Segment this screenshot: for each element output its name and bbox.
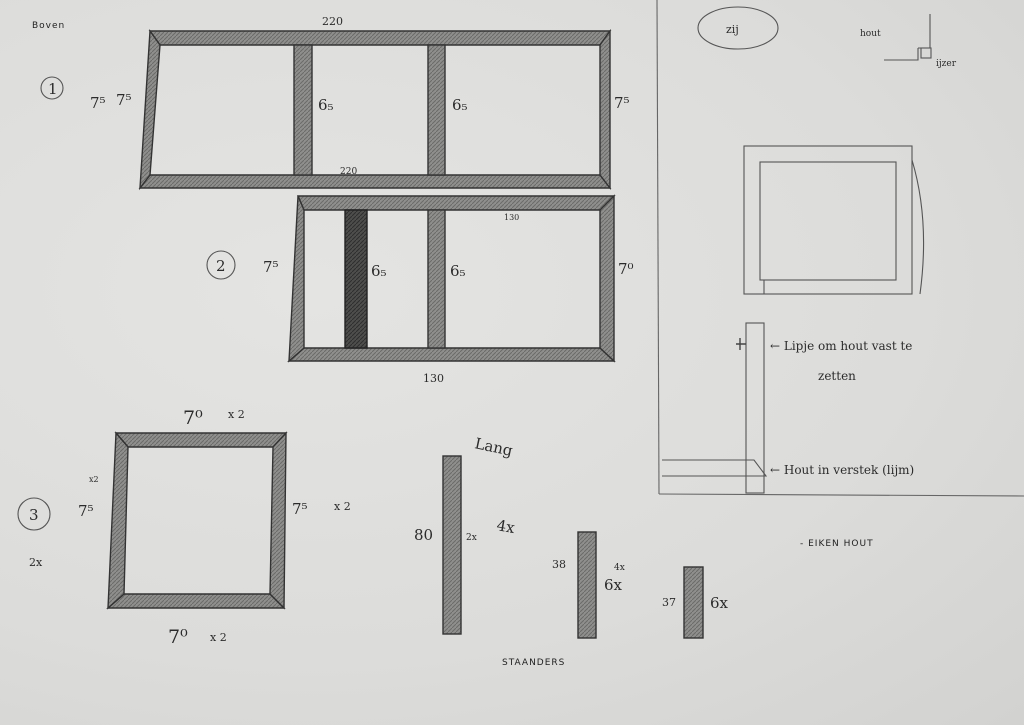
upright-3-count: 6x <box>710 594 729 612</box>
side-box-outer <box>743 145 913 295</box>
frame-2: 2 130 130 7⁵ 7⁰ 6₅ 6₅ <box>206 194 634 385</box>
frame-1-top-rail <box>148 30 612 46</box>
uprights: Lang 80 2x 4x 38 6x 4x 37 6x STAANDERS <box>414 434 729 668</box>
frame-3-bottom-dim: 7⁰ <box>168 626 188 648</box>
frame-2-right-dim: 7⁰ <box>618 260 634 278</box>
note-lip-line2: zetten <box>818 369 856 383</box>
frame-2-left-dim: 7⁵ <box>263 258 279 276</box>
frame-3-right-mult: x 2 <box>334 500 351 513</box>
frame-1-number: 1 <box>48 80 58 98</box>
frame-3-left-stile <box>107 431 129 610</box>
upright-3-length: 37 <box>662 596 676 609</box>
upright-2-extra: 4x <box>614 563 625 573</box>
frame-1-bottom-rail <box>138 174 612 189</box>
uprights-long-label: Lang <box>473 434 514 460</box>
upright-2-count: 6x <box>604 576 623 594</box>
oak-note: - EIKEN HOUT <box>800 539 874 549</box>
side-view-oval <box>697 6 779 50</box>
frame-1-width-top: 220 <box>322 15 343 28</box>
upright-1-count: 2x <box>466 533 477 543</box>
corner-detail-profile <box>884 14 931 61</box>
side-box-inner <box>759 161 897 281</box>
frame-1-left-dim-b: 7⁵ <box>116 91 132 109</box>
frame-1-right-dim: 7⁵ <box>614 94 630 112</box>
corner-detail-iron-label: ijzer <box>936 59 957 69</box>
upright-2-length: 38 <box>552 558 566 571</box>
frame-1-left-dim-a: 7⁵ <box>90 94 106 112</box>
corner-detail-iron <box>920 47 932 59</box>
frame-2-bar-1 <box>344 209 368 349</box>
side-view-label: zij <box>726 23 739 36</box>
side-post-lip <box>736 338 746 350</box>
frame-3-right-dim: 7⁵ <box>292 500 308 518</box>
frame-2-left-stile <box>288 195 305 363</box>
frame-3-right-stile <box>269 431 287 610</box>
frame-3-bottom-rail <box>106 593 286 609</box>
frame-3-top-mult: x 2 <box>228 408 245 421</box>
frame-3-top-dim: 7⁰ <box>183 407 203 429</box>
frame-3-left-mult: x2 <box>89 475 99 484</box>
frame-2-bar-2 <box>427 209 446 349</box>
frame-1-bar-1 <box>293 44 313 176</box>
frame-2-bar-2-dim: 6₅ <box>450 262 466 280</box>
upright-1-extra: 4x <box>495 516 516 537</box>
frame-3-number-circle <box>17 497 51 531</box>
side-mitred-rail <box>662 459 768 477</box>
frame-2-right-stile <box>599 194 615 363</box>
upright-1-length: 80 <box>414 526 433 544</box>
frame-1-width-bottom: 220 <box>340 167 357 177</box>
frame-2-bar-1-dim: 6₅ <box>371 262 387 280</box>
frame-2-number-circle <box>206 250 236 280</box>
frame-3-count: 2x <box>29 556 43 569</box>
frame-1-right-stile <box>599 28 611 191</box>
side-post <box>745 322 765 494</box>
note-mitre: ← Hout in verstek (lijm) <box>770 463 914 477</box>
frame-3-number: 3 <box>29 506 39 524</box>
top-view-label: Boven <box>32 21 65 31</box>
frame-1-number-circle <box>40 76 64 100</box>
uprights-label: STAANDERS <box>502 658 565 668</box>
frame-3-left-dim: 7⁵ <box>78 502 94 520</box>
frame-1: 1 220 220 7⁵ 7⁵ 7⁵ 6₅ 6₅ <box>40 15 630 191</box>
frame-1-bar-2-dim: 6₅ <box>452 96 468 114</box>
frame-1-left-stile <box>139 28 161 191</box>
upright-3 <box>683 566 704 639</box>
frame-2-width-bottom: 130 <box>423 372 444 385</box>
frame-3-top-rail <box>114 432 288 448</box>
upright-2 <box>577 531 597 639</box>
corner-detail-wood-label: hout <box>860 29 881 39</box>
frame-2-top-rail <box>296 195 616 211</box>
side-view-panel: zij hout ijzer ← Lipje om hout vast te z… <box>656 0 1024 549</box>
frame-2-width-top: 130 <box>504 213 519 222</box>
frame-2-number: 2 <box>216 257 226 275</box>
frame-1-bar-2 <box>427 44 446 176</box>
upright-1 <box>442 455 462 635</box>
frame-2-bottom-rail <box>287 347 616 362</box>
frame-3: 3 7⁰ x 2 7⁰ x 2 7⁵ x2 7⁵ x 2 2x <box>17 407 351 648</box>
frame-1-bar-1-dim: 6₅ <box>318 96 334 114</box>
note-lip-line1: ← Lipje om hout vast te <box>770 339 912 353</box>
frame-3-bottom-mult: x 2 <box>210 631 227 644</box>
